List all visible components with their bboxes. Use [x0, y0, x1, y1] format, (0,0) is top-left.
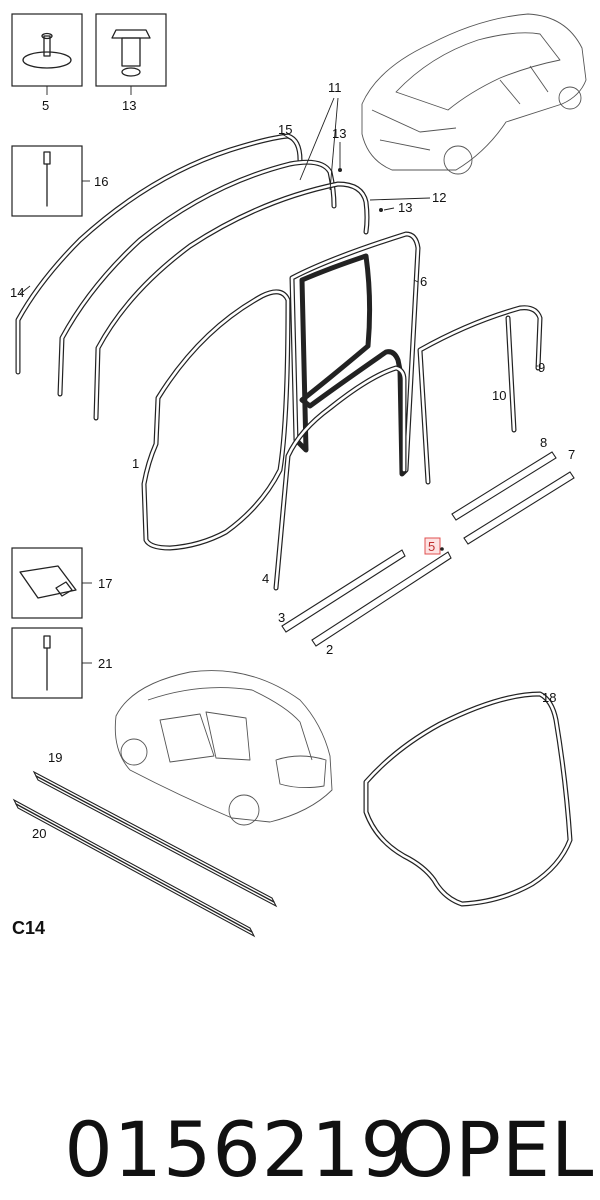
door-seal-6 [289, 231, 421, 477]
callout-8: 8 [540, 435, 547, 450]
highlight-box-5 [424, 537, 441, 555]
strip-20 [12, 798, 256, 938]
callout-12: 12 [432, 190, 446, 205]
part-number: 0156219 [64, 1105, 410, 1194]
callout-3: 3 [278, 610, 285, 625]
callout-16: 16 [94, 174, 108, 189]
belt-strip-7 [463, 471, 575, 545]
callout-18: 18 [542, 690, 556, 705]
roof-strip-11 [57, 159, 337, 397]
callout-10: 10 [492, 388, 506, 403]
part-box-16 [11, 145, 90, 217]
callout-19: 19 [48, 750, 62, 765]
section-code: C14 [12, 918, 45, 938]
brand-name: OPEL [394, 1105, 595, 1194]
belt-strip-3 [281, 549, 406, 633]
strip-19 [32, 770, 278, 908]
part-box-21 [11, 627, 92, 699]
callout-5: 5 [42, 98, 49, 113]
car-rear-view [114, 670, 333, 826]
window-seal-10 [505, 315, 517, 433]
belt-strip-8 [451, 451, 557, 521]
callout-21: 21 [98, 656, 112, 671]
roof-strip-12 [93, 181, 370, 421]
callout-17: 17 [98, 576, 112, 591]
tailgate-seal-18 [363, 691, 573, 907]
door-seal-1 [141, 289, 291, 551]
callout-5-highlighted: 5 [428, 539, 435, 554]
belt-strip-2 [311, 551, 452, 647]
callout-13-box: 13 [122, 98, 136, 113]
car-front-view [361, 13, 587, 175]
callout-1: 1 [132, 456, 139, 471]
callout-4: 4 [262, 571, 269, 586]
callout-14: 14 [10, 285, 24, 300]
callout-7: 7 [568, 447, 575, 462]
callout-2: 2 [326, 642, 333, 657]
part-box-5 [11, 13, 83, 95]
parts-diagram: 5 13 16 17 21 [10, 13, 587, 938]
part-box-17 [11, 547, 92, 619]
roof-strip-15 [15, 133, 303, 375]
callout-15: 15 [278, 122, 292, 137]
callout-13-b: 13 [398, 200, 412, 215]
callout-6: 6 [420, 274, 427, 289]
callout-11: 11 [328, 80, 342, 95]
callout-9: 9 [538, 360, 545, 375]
part-number-line: 0156219OPEL [14, 1000, 600, 1194]
callout-20: 20 [32, 826, 46, 841]
callout-13-a: 13 [332, 126, 346, 141]
part-box-13 [95, 13, 167, 95]
door-seal-4 [273, 365, 407, 591]
window-seal-9 [417, 305, 543, 485]
